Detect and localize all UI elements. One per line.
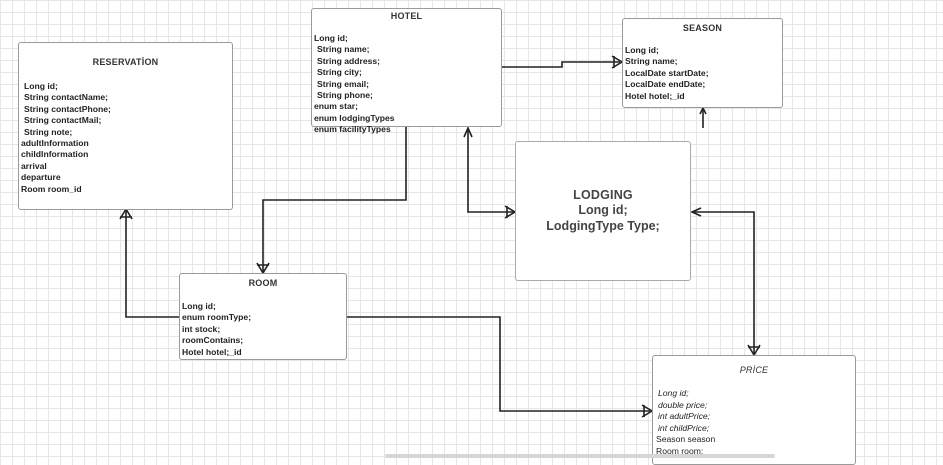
entity-title: SEASON xyxy=(682,23,723,33)
field: int adultPrice; xyxy=(658,411,711,422)
connector-hotel-season[interactable] xyxy=(502,61,620,68)
entity-season[interactable]: SEASON Long id; String name; LocalDate s… xyxy=(622,18,783,108)
field: Long id; xyxy=(625,45,659,55)
field: String email; xyxy=(317,78,370,89)
field-list: Long id; double price; int adultPrice; i… xyxy=(655,388,715,458)
entity-hotel[interactable]: HOTEL Long id; String name; String addre… xyxy=(311,8,502,134)
field: Long id; xyxy=(658,388,689,398)
connector-lodging-price[interactable] xyxy=(692,211,755,354)
arrowhead-hotel xyxy=(463,126,473,138)
field: Room room_id xyxy=(21,183,82,194)
field: String city; xyxy=(317,67,362,78)
field: childInformation xyxy=(21,149,89,160)
field-list: Long id; enum roomType; int stock; roomC… xyxy=(182,301,251,358)
connector-hotel-lodging[interactable] xyxy=(467,129,514,213)
entity-title: PRİCE xyxy=(739,365,769,375)
entity-title: ROOM xyxy=(248,278,278,288)
field: Long id; xyxy=(24,81,58,91)
entity-title: RESERVATİON xyxy=(92,57,159,67)
field: String note; xyxy=(24,126,73,137)
field: Season season xyxy=(656,434,716,445)
field: String contactMail; xyxy=(24,115,102,126)
entity-price[interactable]: PRİCE Long id; double price; int adultPr… xyxy=(652,355,856,465)
entity-reservation[interactable]: RESERVATİON Long id; String contactName;… xyxy=(18,42,233,210)
entity-title: HOTEL xyxy=(390,11,423,21)
field-list: Long id; String name; String address; St… xyxy=(314,33,395,136)
field: String contactName; xyxy=(24,92,109,103)
field: double price; xyxy=(658,399,708,410)
field: Hotel hotel;_id xyxy=(182,346,242,357)
field: Hotel hotel;_id xyxy=(625,90,685,101)
entity-title: LODGING xyxy=(573,188,633,202)
field: enum lodgingTypes xyxy=(314,112,395,123)
field-list: Long id; String contactName; String cont… xyxy=(21,81,111,195)
connector-hotel-room[interactable] xyxy=(262,127,407,272)
field: enum star; xyxy=(314,101,358,112)
field-list: Long id; String name; LocalDate startDat… xyxy=(625,45,709,102)
field: departure xyxy=(21,172,61,183)
field-list: Long id; LodgingType Type; xyxy=(546,202,659,234)
horizontal-scrollbar[interactable] xyxy=(385,454,775,458)
arrowhead-lodging xyxy=(690,207,702,217)
field: Long id; xyxy=(578,203,628,217)
field: LocalDate endDate; xyxy=(625,79,706,90)
field: String contactPhone; xyxy=(24,103,111,114)
entity-room[interactable]: ROOM Long id; enum roomType; int stock; … xyxy=(179,273,347,360)
field: Room room; xyxy=(656,445,704,456)
season-bottom-tick-head xyxy=(699,106,707,115)
entity-lodging[interactable]: LODGING Long id; LodgingType Type; xyxy=(515,141,691,281)
field: int childPrice; xyxy=(658,422,710,433)
field: roomContains; xyxy=(182,335,244,346)
field: String phone; xyxy=(317,90,373,101)
field: Long id; xyxy=(182,301,216,311)
field: int stock; xyxy=(182,323,221,334)
field: LodgingType Type; xyxy=(546,219,660,233)
field: Long id; xyxy=(314,33,348,43)
field: String address; xyxy=(317,55,381,66)
field: adultInformation xyxy=(21,138,89,149)
field: String name; xyxy=(317,44,370,55)
connector-reservation-room[interactable] xyxy=(125,210,179,318)
field: arrival xyxy=(21,160,47,171)
field: LocalDate startDate; xyxy=(625,67,709,78)
field: enum facilityTypes xyxy=(314,124,391,135)
field: enum roomType; xyxy=(182,312,252,323)
connector-room-price[interactable] xyxy=(347,316,650,412)
field: String name; xyxy=(625,56,678,67)
